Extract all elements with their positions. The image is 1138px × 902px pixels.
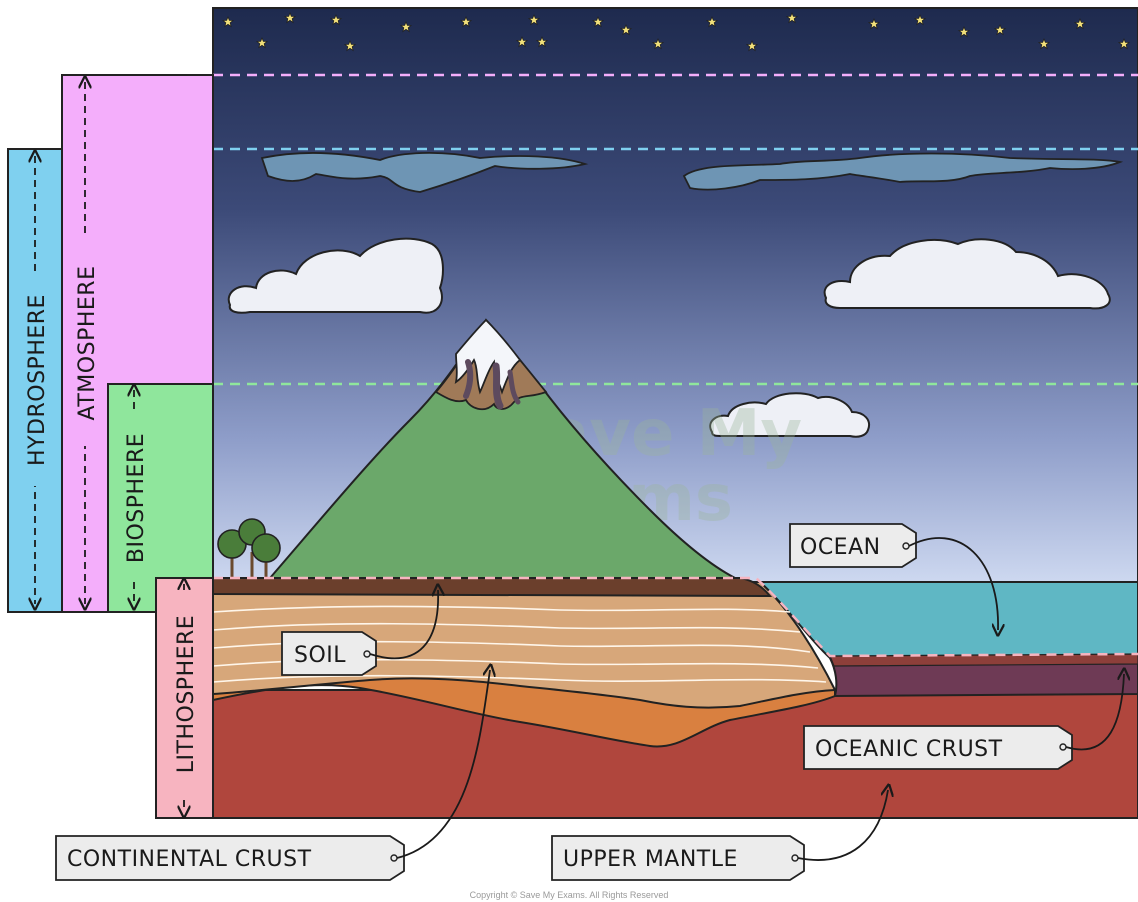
- ocean-label: OCEAN: [800, 535, 881, 560]
- hydrosphere-label: HYDROSPHERE: [25, 294, 50, 466]
- hydrosphere-bar: HYDROSPHERE: [7, 148, 63, 613]
- oceanic-crust-tag: OCEANIC CRUST: [803, 725, 1073, 770]
- upper-mantle-arrow: [797, 790, 888, 861]
- soil-arrow: [369, 590, 438, 660]
- cloud-right: [823, 238, 1111, 310]
- continental-crust-arrow: [396, 670, 490, 859]
- lithosphere-bar: LITHOSPHERE: [155, 577, 214, 819]
- biosphere-bar: BIOSPHERE: [107, 383, 214, 613]
- upper-mantle-tag: UPPER MANTLE: [551, 835, 805, 881]
- rock-streak-1: [463, 359, 474, 399]
- oceanic-crust-label: OCEANIC CRUST: [815, 737, 1003, 762]
- rock-streak-3: [507, 369, 521, 405]
- soil-layer: [212, 577, 773, 598]
- lithosphere-label: LITHOSPHERE: [174, 615, 199, 773]
- ocean: [757, 581, 1138, 659]
- soil-tag: SOIL: [281, 631, 377, 676]
- rock-streak-2: [492, 362, 504, 410]
- high-cloud-right: [682, 152, 1124, 191]
- lithosphere-boundary-line: [213, 576, 1138, 658]
- snow-cap: [454, 318, 522, 395]
- biosphere-label: BIOSPHERE: [124, 433, 149, 563]
- continental-crust-label: CONTINENTAL CRUST: [67, 847, 312, 872]
- high-cloud-left: [260, 152, 589, 193]
- upper-mantle-label: UPPER MANTLE: [563, 847, 738, 872]
- continental-crust-tag: CONTINENTAL CRUST: [55, 835, 405, 881]
- ocean-arrow: [908, 537, 998, 630]
- cloud-small: [709, 392, 870, 438]
- cloud-left: [227, 237, 444, 314]
- oceanic-crust-arrow: [1065, 674, 1124, 751]
- ocean-tag: OCEAN: [789, 523, 917, 568]
- trees: [217, 518, 281, 578]
- soil-label: SOIL: [294, 643, 346, 668]
- atmosphere-label: ATMOSPHERE: [75, 266, 100, 421]
- copyright-text: Copyright © Save My Exams. All Rights Re…: [470, 890, 669, 900]
